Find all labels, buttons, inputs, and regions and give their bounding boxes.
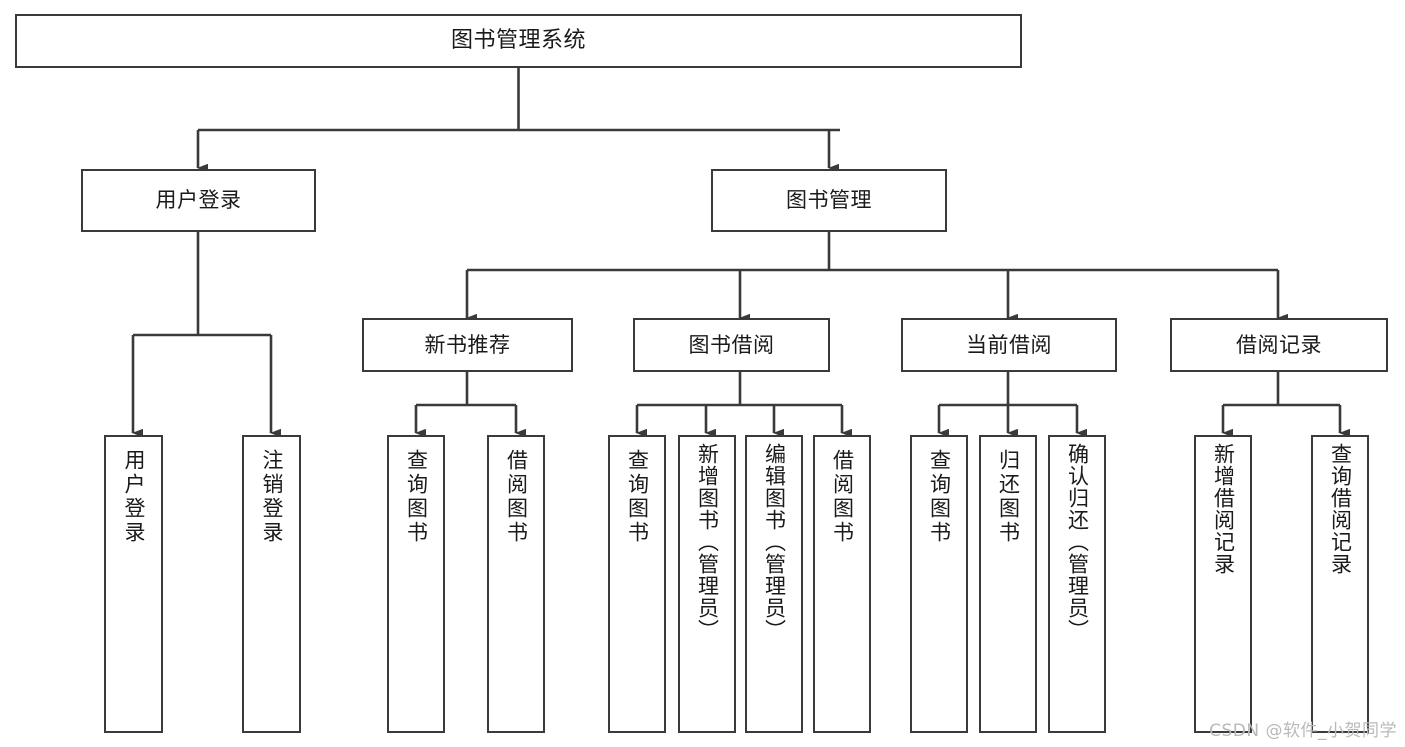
node-leaf-query-book-current[interactable]: 查询图书 <box>910 435 968 733</box>
node-label: 图书管理 <box>786 188 872 213</box>
node-label: 编辑图书（管理员） <box>762 443 787 641</box>
node-leaf-borrow-book-recommend[interactable]: 借阅图书 <box>487 435 545 733</box>
node-borrowing-record[interactable]: 借阅记录 <box>1170 318 1388 372</box>
node-book-management[interactable]: 图书管理 <box>711 169 947 232</box>
node-label: 当前借阅 <box>966 332 1052 357</box>
node-leaf-query-borrow-record[interactable]: 查询借阅记录 <box>1311 435 1369 733</box>
node-label: 用户登录 <box>122 449 146 545</box>
node-label: 借阅记录 <box>1236 332 1322 357</box>
node-label: 用户登录 <box>155 188 242 213</box>
node-label: 借阅图书 <box>504 449 529 545</box>
node-label: 查询图书 <box>927 449 952 545</box>
node-leaf-user-login[interactable]: 用户登录 <box>104 435 163 733</box>
csdn-watermark: CSDN @软件_小贺同学 <box>1209 721 1397 741</box>
node-leaf-edit-book-admin[interactable]: 编辑图书（管理员） <box>745 435 803 733</box>
node-leaf-confirm-return-admin[interactable]: 确认归还（管理员） <box>1048 435 1106 733</box>
node-leaf-query-book-recommend[interactable]: 查询图书 <box>387 435 445 733</box>
node-leaf-borrow-book[interactable]: 借阅图书 <box>813 435 871 733</box>
node-leaf-return-book[interactable]: 归还图书 <box>979 435 1037 733</box>
node-leaf-query-book-borrow[interactable]: 查询图书 <box>608 435 666 733</box>
node-label: 图书管理系统 <box>450 28 586 54</box>
node-label: 新增图书（管理员） <box>695 443 720 641</box>
node-label: 借阅图书 <box>830 449 855 545</box>
node-root-book-management-system[interactable]: 图书管理系统 <box>15 14 1022 68</box>
node-label: 归还图书 <box>996 449 1021 545</box>
node-new-book-recommendation[interactable]: 新书推荐 <box>362 318 573 372</box>
node-book-borrowing[interactable]: 图书借阅 <box>633 318 830 372</box>
node-label: 查询图书 <box>404 449 429 545</box>
node-current-borrowing[interactable]: 当前借阅 <box>901 318 1117 372</box>
node-label: 查询图书 <box>625 449 650 545</box>
node-label: 新书推荐 <box>424 332 511 357</box>
node-label: 图书借阅 <box>688 332 775 357</box>
node-leaf-logout[interactable]: 注销登录 <box>242 435 301 733</box>
node-label: 确认归还（管理员） <box>1065 443 1090 641</box>
node-leaf-add-book-admin[interactable]: 新增图书（管理员） <box>678 435 736 733</box>
node-label: 注销登录 <box>260 449 284 545</box>
node-label: 新增借阅记录 <box>1211 443 1236 575</box>
node-leaf-add-borrow-record[interactable]: 新增借阅记录 <box>1194 435 1252 733</box>
node-user-login[interactable]: 用户登录 <box>81 169 316 232</box>
node-label: 查询借阅记录 <box>1328 443 1353 575</box>
